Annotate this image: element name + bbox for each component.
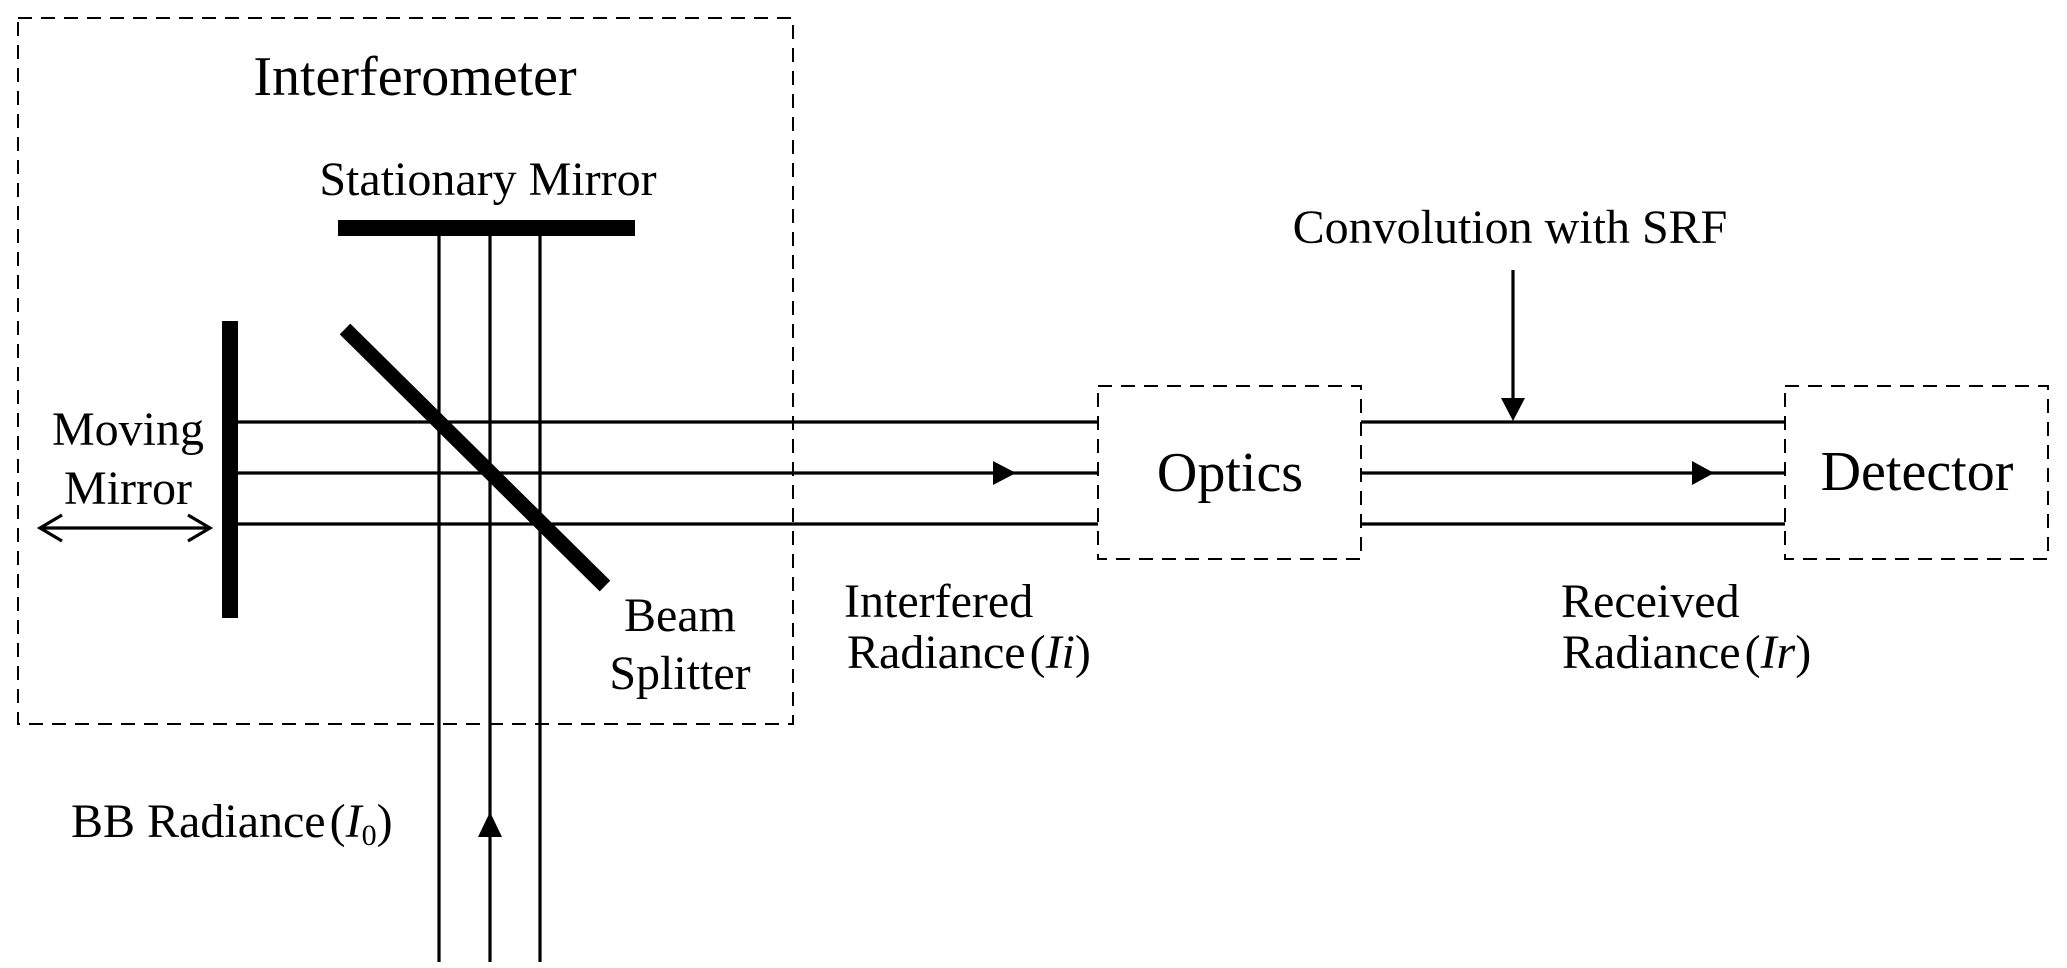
right-arrow-head-2	[1692, 461, 1714, 485]
stationary-mirror	[338, 220, 635, 236]
interfered-radiance-symbol: Ii	[1045, 626, 1075, 679]
right-arrow-head-1	[993, 461, 1016, 485]
detector-label: Detector	[1821, 441, 2014, 503]
interferometer-box	[17, 17, 794, 725]
interfered-radiance-text: Radiance	[847, 626, 1026, 679]
interfered-radiance-label-line2: Radiance(Ii)	[847, 626, 1091, 679]
interfered-radiance-label-line1: Interfered	[844, 575, 1033, 628]
moving-mirror-label-line1: Moving	[52, 403, 204, 456]
bb-radiance-subscript: 0	[362, 819, 377, 852]
beam-splitter	[339, 323, 611, 592]
detector-box	[1784, 385, 2049, 560]
up-arrow-head	[478, 812, 502, 837]
received-radiance-label-line2: Radiance(Ir)	[1562, 626, 1811, 679]
down-arrow-head	[1501, 398, 1525, 421]
bb-radiance-text: BB Radiance	[71, 795, 326, 848]
stationary-mirror-label: Stationary Mirror	[319, 153, 656, 206]
received-radiance-label-line1: Received	[1561, 575, 1740, 628]
beam-splitter-label-line1: Beam	[624, 589, 736, 642]
interferometer-title: Interferometer	[253, 46, 577, 108]
moving-mirror-label-line2: Mirror	[64, 462, 192, 515]
bb-radiance-symbol: I	[345, 795, 364, 848]
double-arrow-icon	[36, 513, 214, 543]
received-radiance-symbol: Ir	[1760, 626, 1796, 679]
bb-radiance-label: BB Radiance(I0)	[71, 795, 393, 852]
convolution-label: Convolution with SRF	[1293, 201, 1728, 254]
optics-label: Optics	[1157, 442, 1303, 504]
received-radiance-text: Radiance	[1562, 626, 1741, 679]
moving-mirror	[222, 321, 238, 618]
beam-splitter-label-line2: Splitter	[609, 647, 750, 700]
